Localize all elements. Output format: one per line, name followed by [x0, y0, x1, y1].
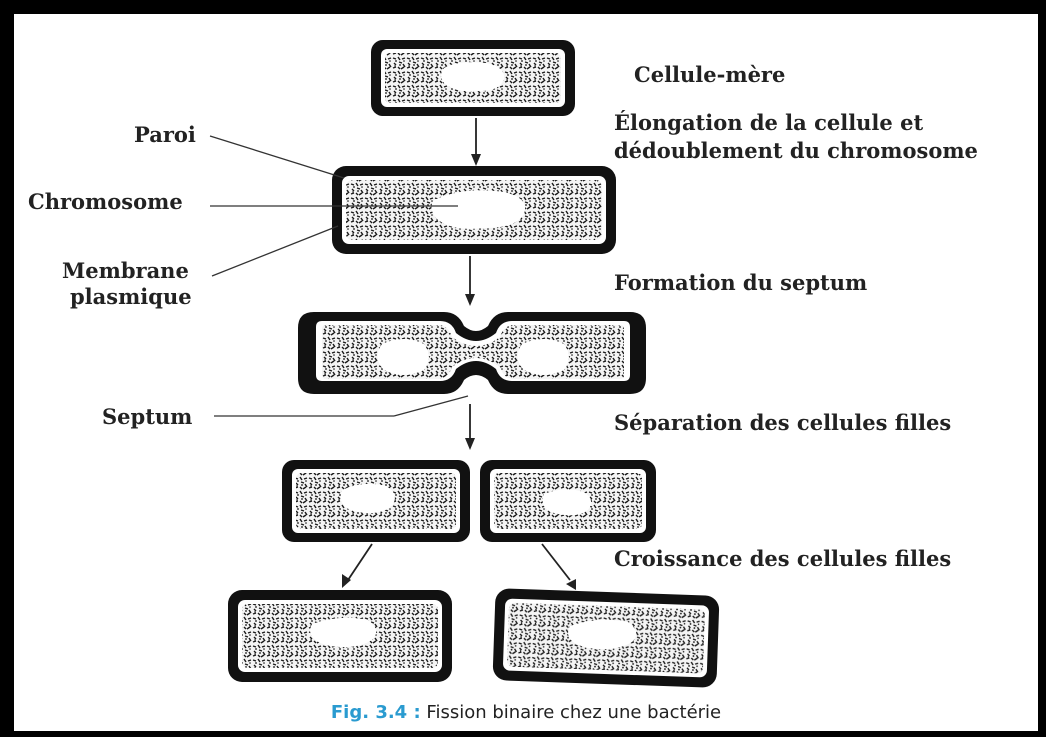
label-septum-formation: Formation du septum — [614, 270, 867, 296]
chromosome-shape — [341, 484, 395, 513]
caption-text: Fission binaire chez une bactérie — [421, 702, 721, 723]
chromosome-shape — [377, 339, 429, 375]
label-chromosome: Chromosome — [28, 189, 183, 215]
label-separation: Séparation des cellules filles — [614, 410, 951, 436]
label-membrane-line1: Membrane — [62, 258, 189, 284]
label-growth: Croissance des cellules filles — [614, 546, 951, 572]
label-elongation-line1: Élongation de la cellule et — [614, 110, 923, 136]
grown-cell-right — [492, 588, 719, 688]
label-membrane-line2: plasmique — [70, 284, 192, 310]
label-elongation-line2: dédoublement du chromosome — [614, 138, 978, 164]
mother-cell — [371, 40, 575, 116]
label-mother-cell: Cellule-mère — [634, 62, 785, 88]
chromosome-shape — [517, 339, 569, 375]
figure-frame: Cellule-mère Élongation de la cellule et… — [14, 14, 1038, 731]
chromosome-shape — [441, 62, 504, 91]
grown-cell-left — [228, 590, 452, 682]
chromosome-shape — [431, 190, 525, 229]
dividing-cell — [298, 312, 646, 394]
figure-number: Fig. 3.4 : — [331, 702, 421, 723]
daughter-cell-right — [480, 460, 656, 542]
chromosome-shape — [310, 618, 376, 647]
daughter-cell-left — [282, 460, 470, 542]
chromosome-shape — [568, 620, 636, 649]
elongated-cell — [332, 166, 616, 254]
label-septum: Septum — [102, 404, 192, 430]
label-wall: Paroi — [134, 122, 196, 148]
figure-caption: Fig. 3.4 : Fission binaire chez une bact… — [14, 702, 1038, 723]
